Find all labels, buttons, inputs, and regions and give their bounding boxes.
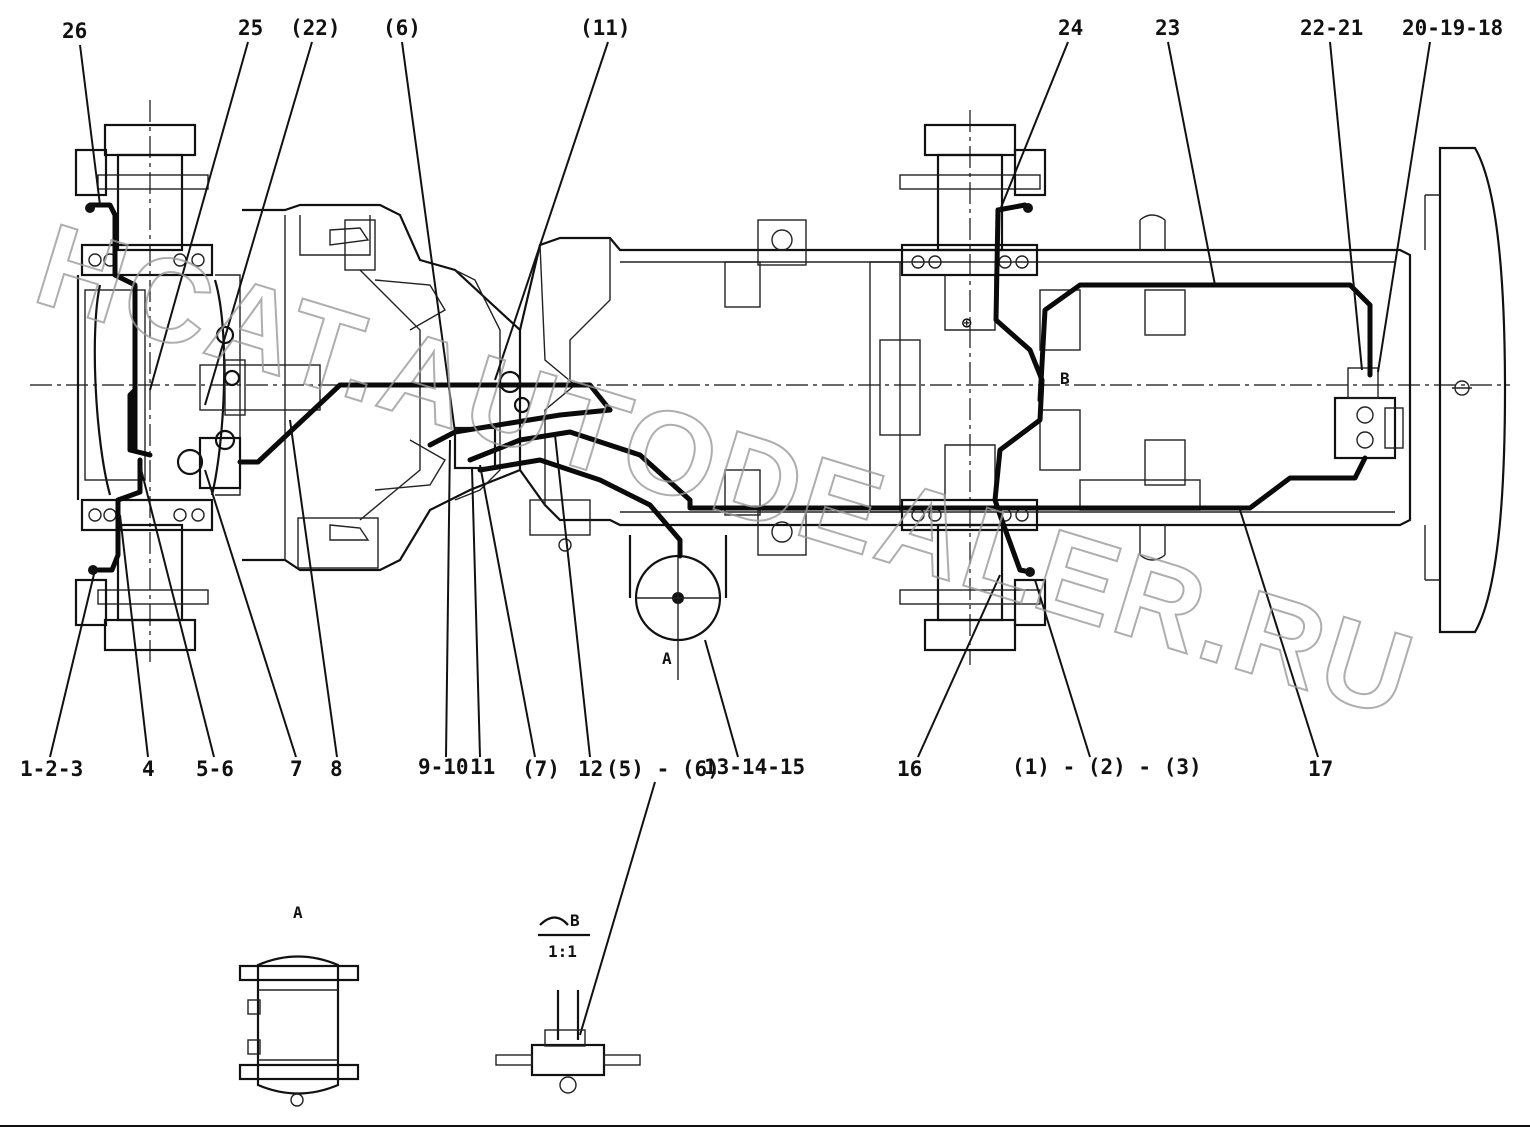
- label-4: 4: [142, 757, 155, 781]
- label-1-2-3-paren: (1) - (2) - (3): [1012, 755, 1202, 779]
- front-frame: [199, 203, 522, 572]
- label-5-6: 5-6: [196, 757, 234, 781]
- view-a-marker: A: [662, 649, 672, 668]
- label-26: 26: [62, 19, 87, 43]
- air-tank: [628, 535, 728, 680]
- label-9-10: 9-10: [418, 755, 469, 779]
- brake-valve: [1333, 367, 1404, 460]
- label-6-paren: (6): [383, 16, 421, 40]
- watermark: HCAT.AUTODEALER.RU: [22, 199, 1429, 744]
- label-22-21: 22-21: [1300, 16, 1363, 40]
- view-b-marker: B: [1060, 369, 1070, 388]
- label-11: 11: [470, 755, 495, 779]
- label-16: 16: [897, 757, 922, 781]
- view-a-title: A: [293, 903, 303, 922]
- counterweight: [1424, 146, 1507, 634]
- label-1-2-3: 1-2-3: [20, 757, 83, 781]
- detail-view-b: B 1:1: [495, 911, 641, 1094]
- label-8: 8: [330, 757, 343, 781]
- label-12: 12: [578, 757, 603, 781]
- leader-lines: [49, 41, 1431, 1036]
- detail-view-a: A: [238, 903, 360, 1107]
- label-11-paren: (11): [580, 16, 631, 40]
- bottom-labels: 1-2-3 4 5-6 7 8 9-10 11 (7) 12 (5) - (6)…: [20, 755, 1333, 781]
- view-b-title: B: [570, 911, 580, 930]
- label-7-paren: (7): [522, 757, 560, 781]
- label-24: 24: [1058, 16, 1083, 40]
- front-axle: [30, 100, 1510, 665]
- axle-center-mark: ⊕: [962, 313, 972, 332]
- main-frame: [518, 214, 1412, 561]
- label-5-6-paren: (5) - (6): [606, 757, 720, 781]
- view-b-scale: 1:1: [548, 942, 577, 961]
- brake-pipes: [85, 202, 1373, 577]
- label-22-paren: (22): [290, 16, 341, 40]
- label-17: 17: [1308, 757, 1333, 781]
- label-13-14-15: 13-14-15: [704, 755, 805, 779]
- label-7: 7: [290, 757, 303, 781]
- label-20-19-18: 20-19-18: [1402, 16, 1503, 40]
- top-labels: 26 25 (22) (6) (11) 24 23 22-21 20-19-18: [62, 16, 1503, 43]
- label-25: 25: [238, 16, 263, 40]
- label-23: 23: [1155, 16, 1180, 40]
